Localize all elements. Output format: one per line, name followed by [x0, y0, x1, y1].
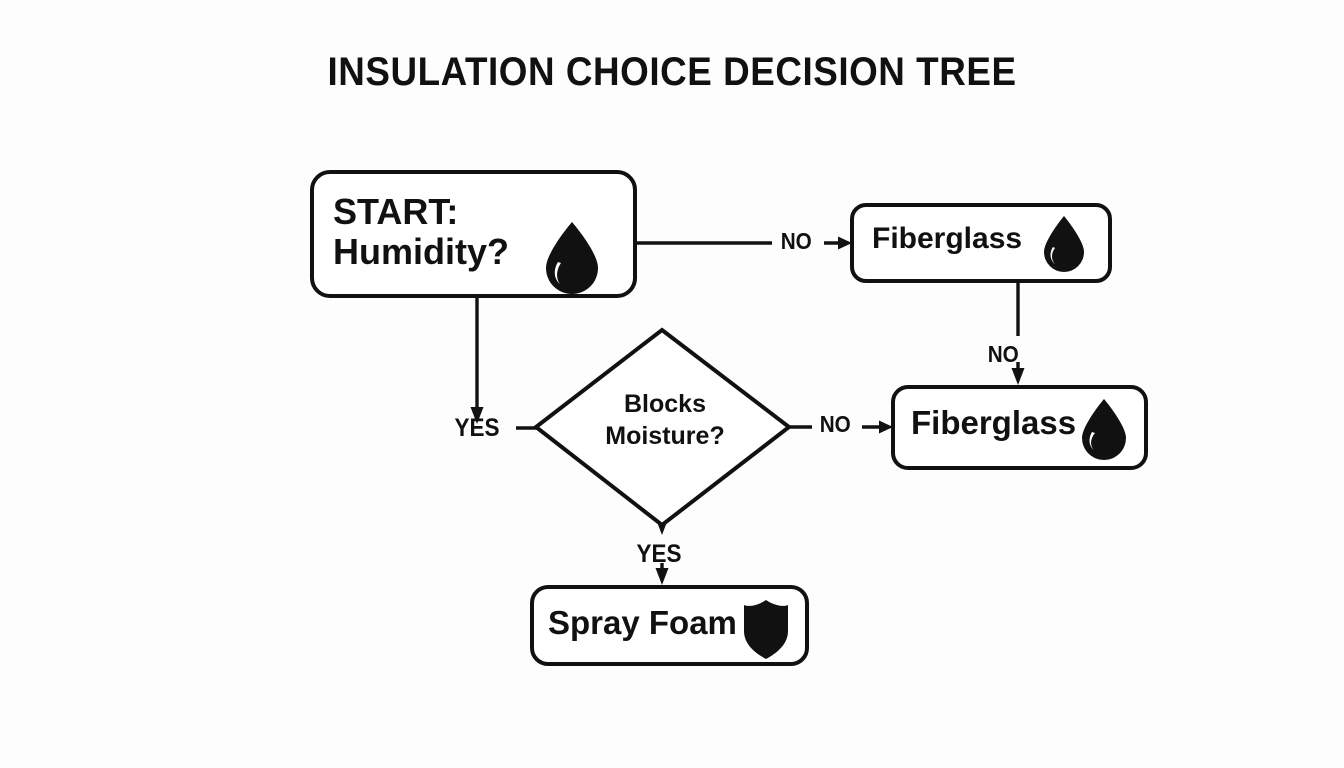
edge-label-decision-yes: YES — [636, 540, 682, 568]
water-droplet-icon — [546, 222, 598, 294]
arrowhead-to-fiberglass1 — [838, 236, 852, 250]
edge-label-fiberglass-no: NO — [987, 341, 1019, 367]
node-fiberglass-2-label: Fiberglass — [911, 404, 1077, 441]
arrowhead-to-fiberglass2-top — [1011, 368, 1025, 385]
node-fiberglass-1[interactable] — [850, 203, 1112, 283]
node-decision-line1: Blocks — [624, 390, 706, 418]
water-droplet-icon — [1044, 216, 1084, 272]
node-decision-blocks-moisture[interactable] — [532, 327, 793, 528]
edge-label-decision-no: NO — [819, 411, 851, 437]
node-start-line2: Humidity? — [333, 231, 509, 273]
node-start-line1: START: — [333, 191, 459, 232]
arrowhead-to-decision-yes — [470, 407, 484, 424]
water-droplet-icon — [1082, 399, 1126, 460]
edge-label-start-yes: YES — [454, 414, 500, 442]
node-fiberglass-1-label: Fiberglass — [872, 222, 1023, 255]
page-title: INSULATION CHOICE DECISION TREE — [327, 50, 1017, 94]
node-fiberglass-2[interactable] — [891, 385, 1148, 470]
arrowhead-to-fiberglass2-left — [879, 420, 893, 434]
node-spray-foam-label: Spray Foam — [548, 604, 737, 641]
node-decision-line2: Moisture? — [605, 422, 725, 450]
arrowhead-to-sprayfoam — [655, 568, 669, 585]
node-start-label: START:Humidity? — [333, 191, 509, 273]
edge-label-start-no: NO — [780, 228, 812, 254]
shield-icon — [744, 600, 788, 659]
node-spray-foam[interactable] — [530, 585, 809, 666]
